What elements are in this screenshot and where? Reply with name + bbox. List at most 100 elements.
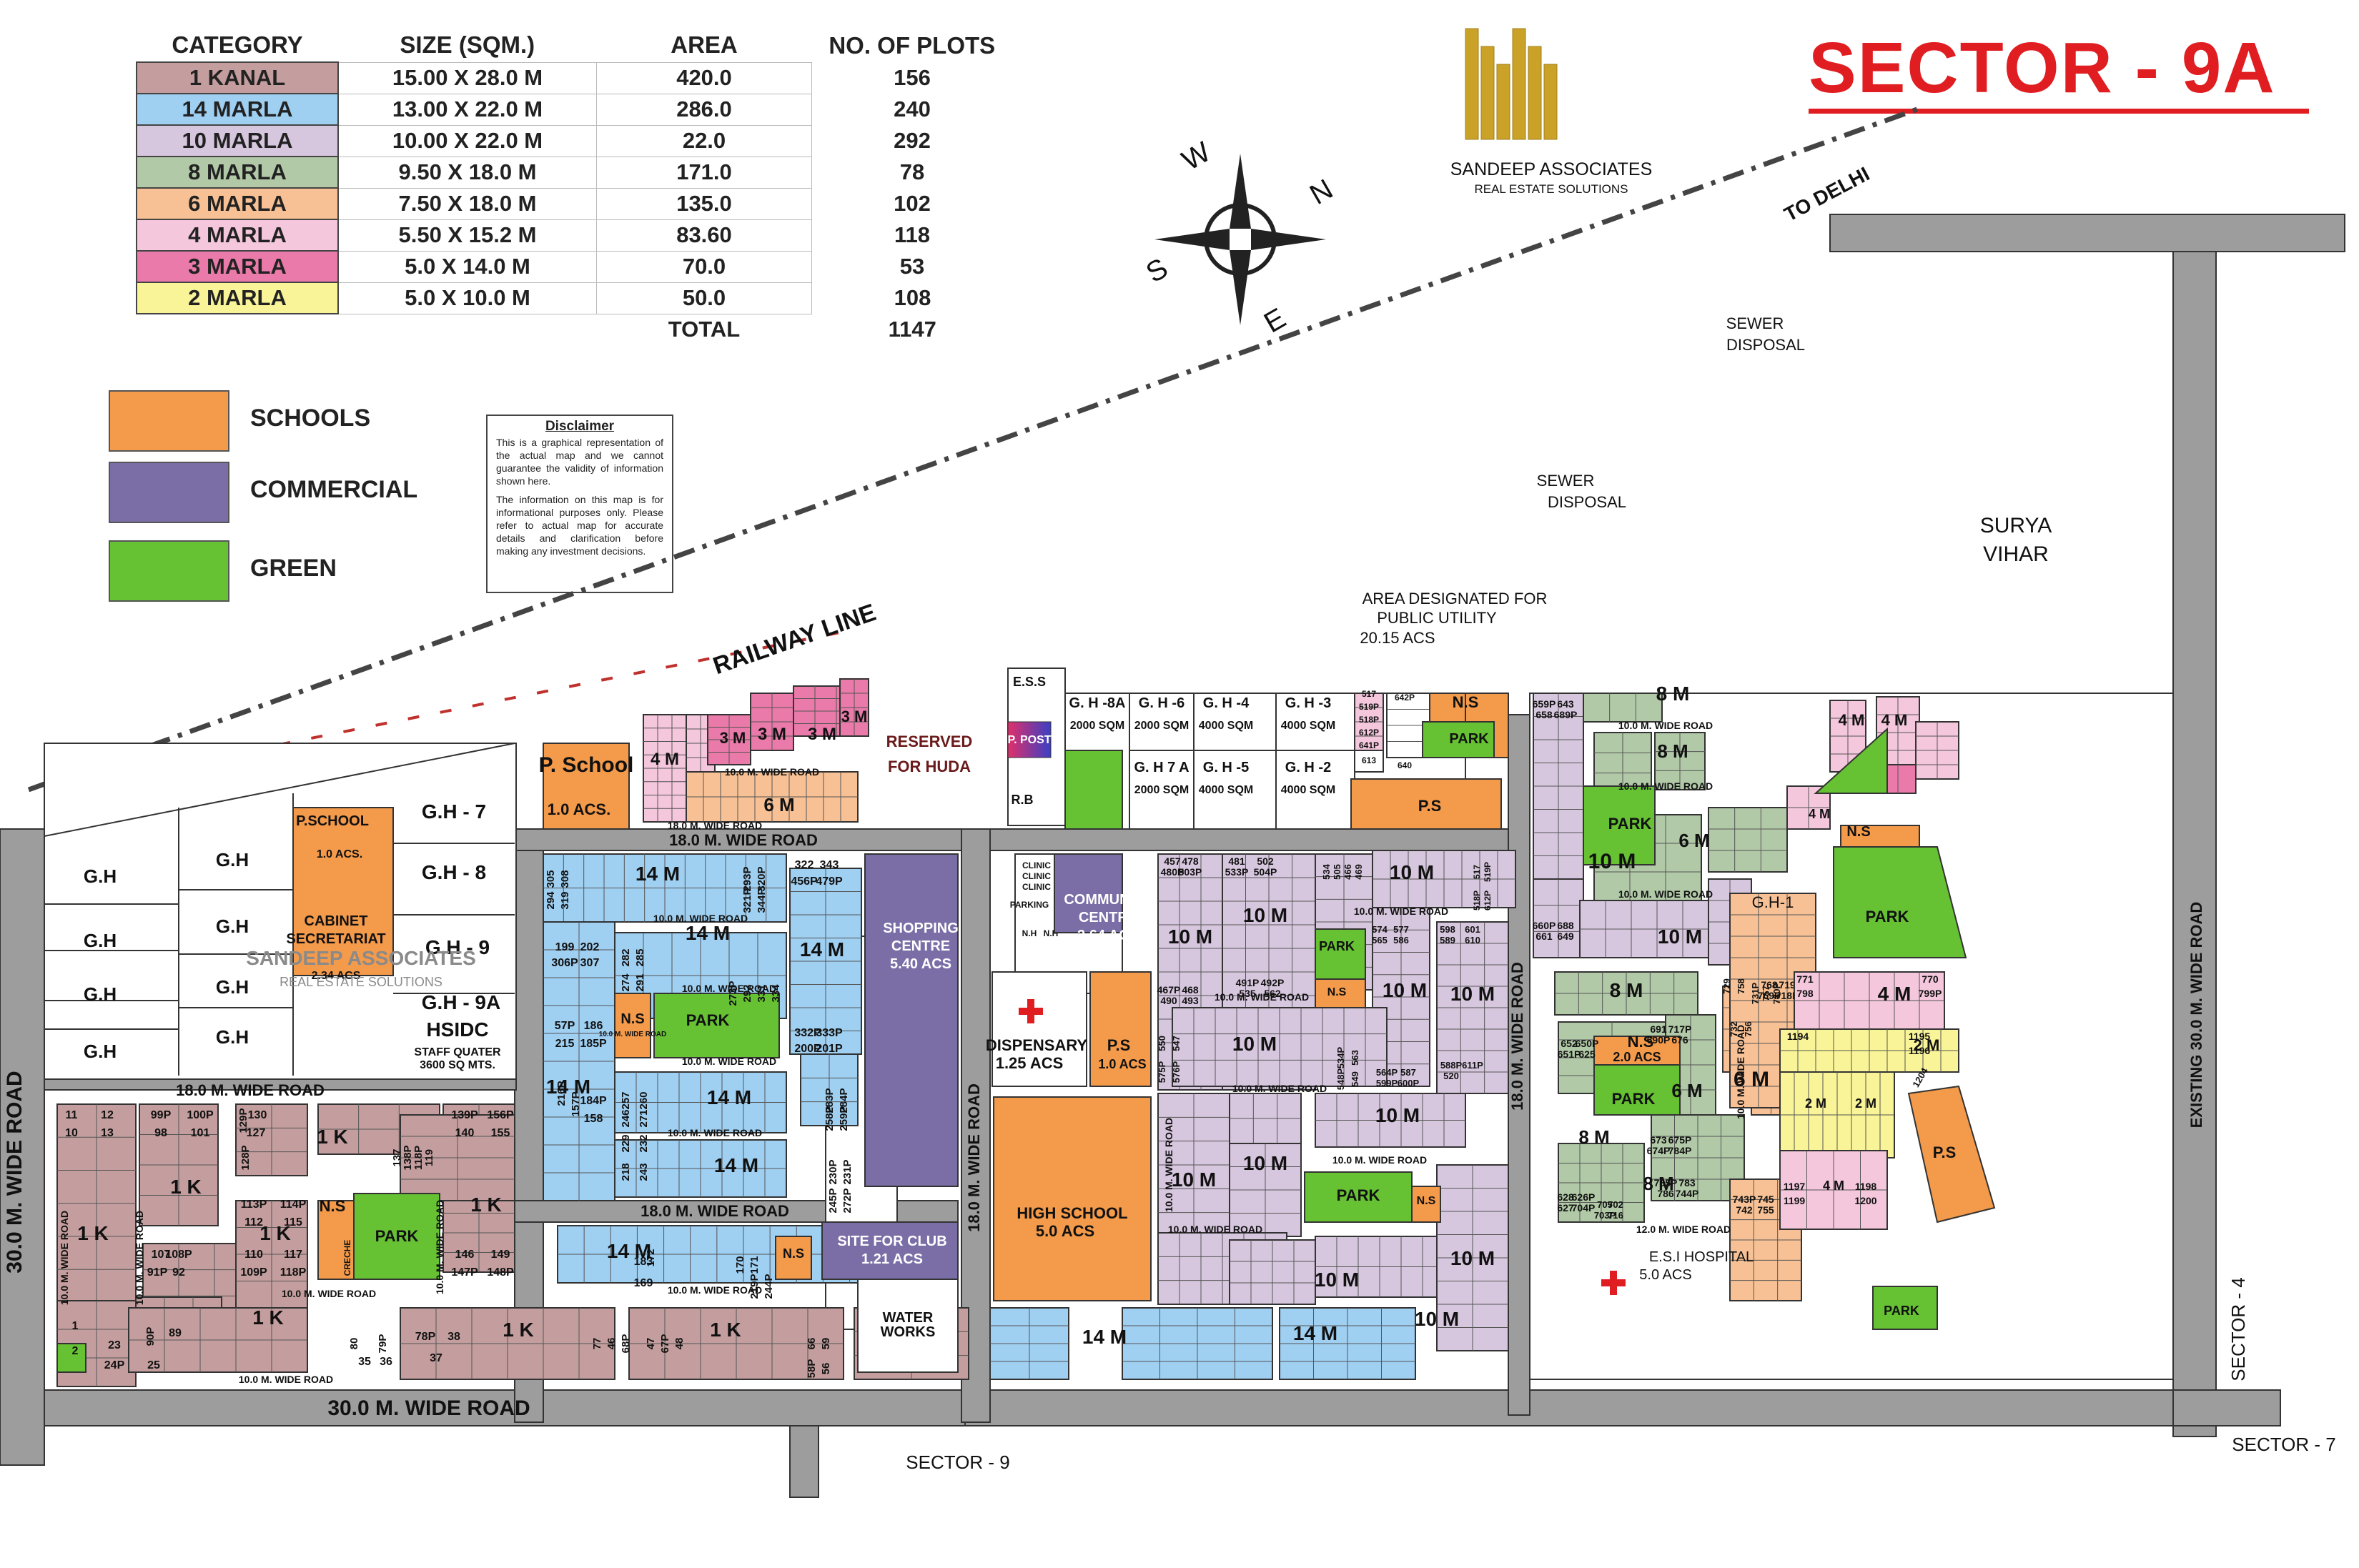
plot-label-1k: 1 K: [470, 1194, 502, 1216]
plot-number: 80: [348, 1338, 360, 1350]
plot-number: 118P: [280, 1266, 307, 1279]
legend-cell-category: 10 MARLA: [136, 124, 339, 157]
plot-number: 649: [1557, 931, 1574, 942]
key-swatch-green: [109, 540, 229, 602]
compass-n: N: [1305, 173, 1338, 211]
plot-number: 59: [820, 1338, 832, 1350]
plot-label-8m: 8 M: [1610, 979, 1643, 1001]
ps-block: [1907, 1085, 1996, 1224]
water-label: WATER: [883, 1310, 934, 1326]
cabinet-label: CABINET: [305, 913, 368, 929]
clinic-label: CLINIC: [1022, 860, 1051, 870]
red-cross-icon: [1019, 999, 1043, 1023]
plot-number: 755: [1757, 1204, 1774, 1216]
road-30m-right-top: [1829, 214, 2345, 252]
plot-number: 98: [154, 1127, 167, 1139]
road-18m-vright-label: 18.0 M. WIDE ROAD: [1508, 962, 1526, 1111]
legend-cell-plots: 53: [899, 254, 925, 279]
community-label: 2.64 ACS: [1077, 928, 1139, 943]
plot-number: 650P: [1576, 1038, 1599, 1049]
group-housing-area: [44, 743, 517, 1080]
plot-number: 643: [1557, 698, 1574, 710]
community-label: COMMUNITY: [1064, 892, 1152, 908]
plot-number: 172: [645, 1249, 657, 1266]
plot-number: 57P: [555, 1020, 575, 1032]
plot-label-6m: 6 M: [1671, 1080, 1702, 1101]
hsidc-label: HSIDC: [426, 1018, 488, 1041]
plot-number: 517: [1472, 865, 1482, 879]
plot-number: 562: [1264, 988, 1281, 999]
plot-number: 79P: [377, 1334, 389, 1354]
reserved-label: FOR HUDA: [888, 758, 971, 775]
plot-number: 107: [152, 1249, 171, 1261]
plot-label-10m: 10 M: [1383, 979, 1427, 1001]
dispensary-label: DISPENSARY: [986, 1036, 1088, 1054]
plot-label-6m: 6 M: [1678, 830, 1709, 851]
plot-number: 589: [1440, 935, 1455, 946]
compass-e: E: [1259, 302, 1291, 339]
shopping-label: SHOPPING: [883, 921, 959, 936]
road-18m-vmid-label: 18.0 M. WIDE ROAD: [965, 1083, 983, 1232]
plot-number: 201P: [816, 1043, 843, 1055]
plot-label-8m: 8 M: [1578, 1126, 1609, 1148]
ns-label: N.S: [320, 1197, 346, 1215]
plot-block: [1354, 750, 1384, 773]
plot-number: 245P: [827, 1188, 839, 1213]
plot-label-14m: 14 M: [686, 922, 730, 944]
gh7-label: G.H - 7: [422, 800, 486, 823]
road-10m-label: 10.0 M. WIDE ROAD: [653, 913, 748, 924]
plot-number: 517: [1362, 689, 1376, 699]
road-10m-label: 10.0 M. WIDE ROAD: [59, 1211, 70, 1305]
gh-label: 2000 SQM: [1070, 720, 1124, 732]
plot-number: 612P: [1483, 890, 1493, 910]
plot-number: 641P: [1359, 740, 1379, 750]
plot-number: 291: [634, 973, 646, 991]
plot-number: 652: [1561, 1038, 1578, 1049]
ps-block: [1089, 971, 1152, 1087]
plot-number: 742: [1736, 1204, 1753, 1216]
plot-number: 627: [1557, 1202, 1574, 1214]
plot-number: 91P: [147, 1266, 168, 1279]
plot-number: 25: [147, 1359, 160, 1371]
road-10m-label: 10.0 M. WIDE ROAD: [1168, 1224, 1262, 1235]
ps-area: 1.0 ACS: [1098, 1057, 1146, 1071]
gh-label: 4000 SQM: [1281, 784, 1335, 796]
compass-needle: [1230, 154, 1251, 229]
ps-block: [1350, 778, 1502, 830]
ns-block: [317, 1200, 355, 1280]
plot-number: 628: [1557, 1191, 1574, 1203]
ns-label: N.S: [1327, 986, 1347, 998]
plot-label-8m: 8 M: [1657, 740, 1688, 762]
legend-header-size: SIZE (SQM.): [400, 31, 535, 59]
legend-cell-size: 13.00 X 22.0 M: [337, 93, 597, 126]
pschool-left-area: 1.0 ACS.: [317, 848, 362, 860]
plot-label-10m: 10 M: [1315, 1269, 1359, 1291]
plot-number: 343: [820, 859, 839, 871]
road-10m-label: 10.0 M. WIDE ROAD: [134, 1211, 145, 1305]
plot-label-8m: 8 M: [1643, 1173, 1673, 1194]
plot-label-1k: 1 K: [170, 1176, 202, 1198]
ns-block: [614, 993, 651, 1058]
road-30m-right-label: EXISTING 30.0 M. WIDE ROAD: [2187, 902, 2205, 1128]
plot-number: 36: [380, 1356, 392, 1368]
hsidc-label: STAFF QUATER: [414, 1046, 501, 1058]
plot-number: 518P: [1359, 715, 1379, 725]
park-block: [1583, 785, 1656, 865]
ps-label: P.S: [1107, 1036, 1131, 1054]
gh-label: G. H -5: [1203, 760, 1249, 775]
gh-label: 2000 SQM: [1134, 784, 1189, 796]
plot-number: 492P: [1261, 977, 1285, 988]
plot-number: 331: [756, 984, 768, 1002]
plot-number: 676: [1671, 1034, 1688, 1046]
sewer-label: DISPOSAL: [1548, 493, 1626, 511]
clinic-label: CLINIC: [1022, 871, 1051, 881]
road-10m-label: 10.0 M. WIDE ROAD: [668, 1284, 762, 1296]
plot-number: 158: [584, 1113, 603, 1125]
plot-number: 564P: [1376, 1067, 1398, 1078]
key-swatch-commercial: [109, 462, 229, 523]
park-label: PARK: [1612, 1090, 1656, 1108]
plot-number: 674P: [1647, 1145, 1671, 1156]
gh9-label: G.H - 9: [425, 936, 490, 958]
